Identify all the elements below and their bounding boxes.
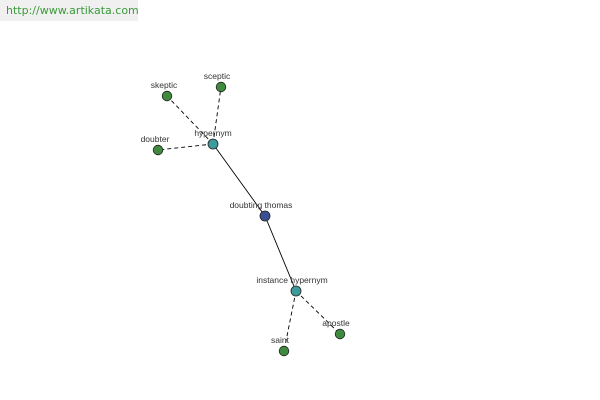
node-label-skeptic: skeptic — [151, 80, 178, 90]
edge-center-instance — [264, 215, 297, 292]
edge-hypernym-doubter — [157, 143, 214, 151]
node-dot-instance[interactable] — [290, 285, 302, 297]
node-dot-center[interactable] — [259, 210, 271, 222]
edge-instance-saint — [283, 290, 297, 352]
site-url-link[interactable]: http://www.artikata.com — [6, 4, 139, 17]
node-label-doubter: doubter — [141, 134, 170, 144]
graph-node-hypernym[interactable]: hypernym — [194, 128, 232, 150]
graph-node-saint[interactable]: saint — [271, 335, 290, 357]
node-dot-saint[interactable] — [278, 345, 290, 357]
node-label-apostle: apostle — [322, 318, 350, 328]
graph-node-center[interactable]: doubting thomas — [230, 200, 293, 222]
node-dot-apostle[interactable] — [334, 328, 346, 340]
graph-node-apostle[interactable]: apostle — [322, 318, 350, 340]
node-dot-doubter[interactable] — [152, 144, 164, 156]
node-dot-skeptic[interactable] — [161, 90, 173, 102]
graph-node-doubter[interactable]: doubter — [141, 134, 170, 156]
edge-hypernym-sceptic — [212, 86, 222, 145]
edge-instance-apostle — [295, 290, 341, 335]
edge-center-hypernym — [212, 143, 266, 217]
graph-node-skeptic[interactable]: skeptic — [151, 80, 178, 102]
node-dot-sceptic[interactable] — [215, 81, 227, 93]
graph-nodes: doubting thomas hypernym instance hypernym… — [141, 71, 350, 357]
graph-edges — [157, 86, 341, 352]
node-label-center: doubting thomas — [230, 200, 293, 210]
graph-node-instance[interactable]: instance hypernym — [256, 275, 328, 297]
node-label-instance: instance hypernym — [256, 275, 327, 285]
url-banner: http://www.artikata.com — [0, 0, 139, 21]
node-label-saint: saint — [271, 335, 290, 345]
node-dot-hypernym[interactable] — [207, 138, 219, 150]
node-label-hypernym: hypernym — [194, 128, 231, 138]
graph-node-sceptic[interactable]: sceptic — [204, 71, 231, 93]
node-label-sceptic: sceptic — [204, 71, 231, 81]
